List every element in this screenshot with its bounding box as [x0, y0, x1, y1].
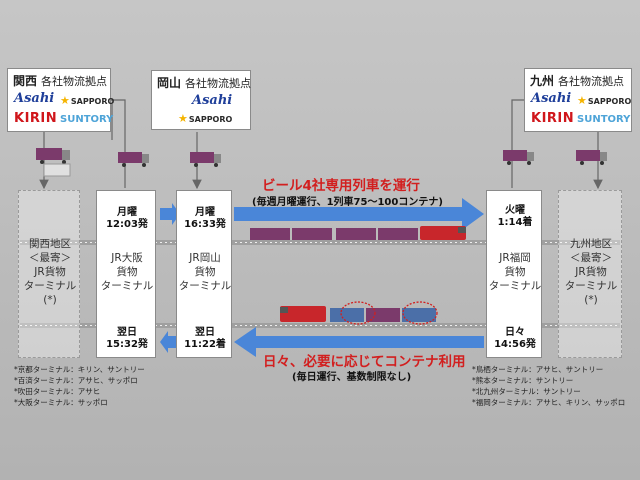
truck-icon — [118, 152, 149, 167]
sapporo-logo: SAPPORO — [70, 97, 115, 106]
note-line: *鳥栖ターミナル：アサヒ、サントリー — [472, 365, 604, 374]
notes-right: *鳥栖ターミナル：アサヒ、サントリー *熊本ターミナル：サントリー *北九州ター… — [472, 364, 625, 408]
osaka-departure-time: 月曜 12:03発 — [106, 207, 148, 230]
suntory-logo: SUNTORY — [60, 114, 114, 125]
suntory-logo: SUNTORY — [577, 114, 631, 125]
okayama-osaka-arrow — [160, 331, 178, 353]
outbound-route-title: ビール4社専用列車を運行 — [262, 178, 420, 194]
star-icon: ★ — [178, 112, 188, 125]
outbound-train-icon — [250, 226, 466, 240]
osaka-arrival-time: 翌日 15:32発 — [106, 327, 148, 350]
terminal-kansai-area: 関西地区 ＜最寄＞ JR貨物 ターミナル (*) — [18, 190, 80, 358]
asahi-logo: Asahi — [14, 91, 55, 106]
outbound-arrow — [234, 198, 484, 230]
truck-icon — [503, 150, 534, 165]
outbound-route-subtitle: (毎週月曜運行、1列車75～100コンテナ) — [252, 197, 443, 208]
note-line: *京都ターミナル：キリン、サントリー — [14, 365, 145, 374]
fukuoka-arrival-time: 火曜 1:14着 — [497, 205, 533, 228]
terminal-osaka: 月曜 12:03発 JR大阪 貨物 ターミナル 翌日 15:32発 — [96, 190, 156, 358]
note-line: *百済ターミナル：アサヒ、サッポロ — [14, 376, 138, 385]
truck-icon — [190, 152, 221, 167]
return-route-subtitle: (毎日運行、基数制限なし) — [292, 372, 412, 383]
asahi-logo: Asahi — [192, 93, 233, 108]
sapporo-logo: SAPPORO — [188, 115, 233, 124]
hub-kansai-region: 関西 — [13, 74, 38, 88]
terminal-osaka-label: JR大阪 貨物 ターミナル — [100, 252, 154, 292]
terminal-kansai-area-label: 関西地区 ＜最寄＞ JR貨物 ターミナル (*) — [23, 238, 77, 306]
terminal-fukuoka: 火曜 1:14着 JR福岡 貨物 ターミナル 日々 14:56発 — [486, 190, 542, 358]
hub-kansai: 関西各社物流拠点 Asahi ★SAPPORO KIRIN SUNTORY — [7, 68, 115, 132]
hub-kyushu: 九州各社物流拠点 Asahi ★SAPPORO KIRIN SUNTORY — [524, 68, 632, 132]
note-line: *吹田ターミナル：アサヒ — [14, 387, 101, 396]
osaka-okayama-arrow — [160, 203, 180, 225]
hub-kyushu-label: 各社物流拠点 — [558, 75, 625, 88]
hub-kyushu-region: 九州 — [530, 74, 555, 88]
asahi-logo: Asahi — [531, 91, 572, 106]
kirin-logo: KIRIN — [531, 111, 575, 126]
terminal-okayama: 月曜 16:33発 JR岡山 貨物 ターミナル 翌日 11:22着 — [176, 190, 232, 358]
hub-okayama-label: 各社物流拠点 — [185, 77, 252, 90]
sapporo-logo: SAPPORO — [587, 97, 632, 106]
terminal-kyushu-area-label: 九州地区 ＜最寄＞ JR貨物 ターミナル (*) — [564, 238, 618, 306]
hub-okayama: 岡山各社物流拠点 Asahi ★SAPPORO — [151, 70, 251, 130]
notes-left: *京都ターミナル：キリン、サントリー *百済ターミナル：アサヒ、サッポロ *吹田… — [14, 364, 145, 408]
return-route-title: 日々、必要に応じてコンテナ利用 — [263, 354, 466, 370]
okayama-arrival-time: 翌日 11:22着 — [184, 327, 226, 350]
note-line: *熊本ターミナル：サントリー — [472, 376, 574, 385]
note-line: *大阪ターミナル：サッポロ — [14, 398, 108, 407]
terminal-okayama-label: JR岡山 貨物 ターミナル — [178, 252, 232, 292]
star-icon: ★ — [60, 94, 70, 107]
kirin-logo: KIRIN — [14, 111, 58, 126]
star-icon: ★ — [577, 94, 587, 107]
truck-icon — [576, 150, 607, 165]
note-line: *福岡ターミナル：アサヒ、キリン、サッポロ — [472, 398, 626, 407]
terminal-kyushu-area: 九州地区 ＜最寄＞ JR貨物 ターミナル (*) — [558, 190, 622, 358]
terminal-fukuoka-label: JR福岡 貨物 ターミナル — [488, 252, 542, 292]
hub-okayama-region: 岡山 — [157, 76, 182, 90]
okayama-departure-time: 月曜 16:33発 — [184, 207, 226, 230]
hub-kansai-label: 各社物流拠点 — [41, 75, 108, 88]
fukuoka-departure-time: 日々 14:56発 — [494, 327, 536, 350]
note-line: *北九州ターミナル：サントリー — [472, 387, 581, 396]
return-train-icon — [280, 301, 438, 325]
return-arrow — [234, 327, 484, 357]
truck-icon — [36, 148, 71, 177]
